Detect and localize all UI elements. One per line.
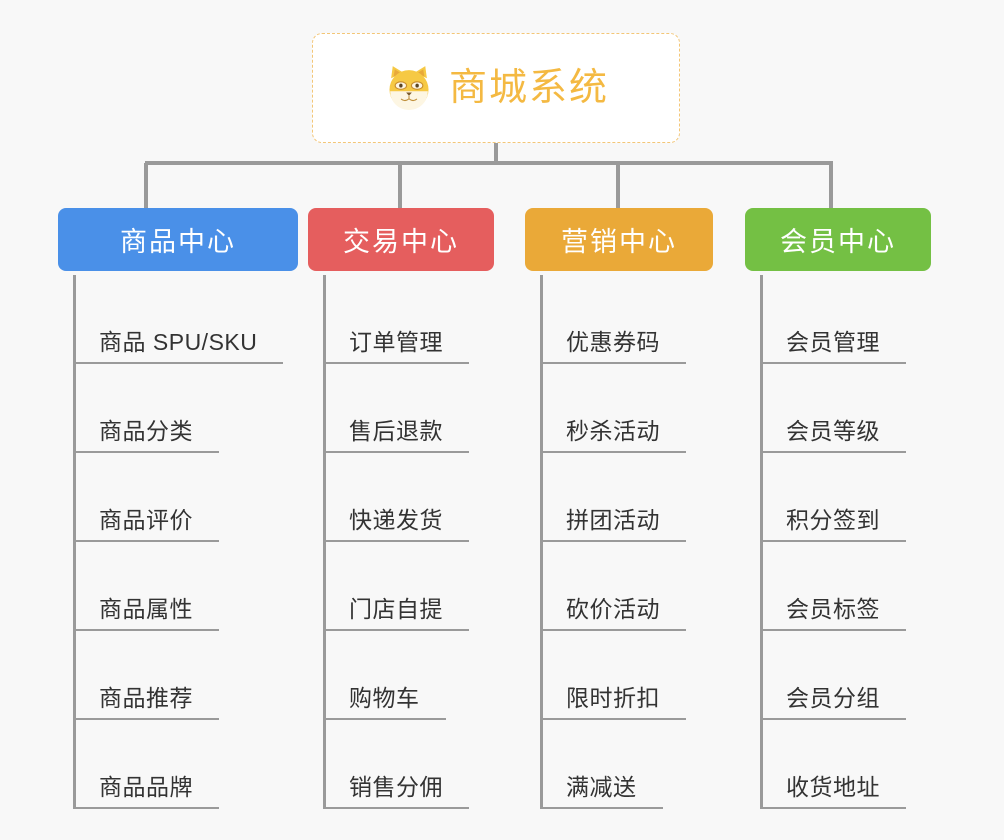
leaf-label: 商品品牌 — [99, 773, 193, 800]
leaf-label: 砍价活动 — [566, 595, 660, 622]
leaf-label: 商品属性 — [99, 595, 193, 622]
leaf-label: 订单管理 — [349, 328, 443, 355]
leaf-item[interactable]: 快递发货 — [308, 453, 494, 542]
branch-column-marketing: 营销中心 优惠券码 秒杀活动 拼团活动 砍价活动 限时折扣 满减送 — [525, 208, 713, 809]
leaf-item[interactable]: 商品推荐 — [58, 631, 298, 720]
branch-header-product[interactable]: 商品中心 — [58, 208, 298, 271]
branch-header-member[interactable]: 会员中心 — [745, 208, 931, 271]
branch-items-trade: 订单管理 售后退款 快递发货 门店自提 购物车 销售分佣 — [308, 271, 494, 809]
leaf-label: 会员等级 — [786, 417, 880, 444]
branch-spine — [323, 275, 326, 809]
leaf-label: 门店自提 — [349, 595, 443, 622]
leaf-label: 优惠券码 — [566, 328, 660, 355]
leaf-item[interactable]: 商品 SPU/SKU — [58, 275, 298, 364]
branch-column-trade: 交易中心 订单管理 售后退款 快递发货 门店自提 购物车 销售分佣 — [308, 208, 494, 809]
leaf-label: 积分签到 — [786, 506, 880, 533]
branch-items-member: 会员管理 会员等级 积分签到 会员标签 会员分组 收货地址 — [745, 271, 931, 809]
branch-column-member: 会员中心 会员管理 会员等级 积分签到 会员标签 会员分组 收货地址 — [745, 208, 931, 809]
leaf-label: 会员标签 — [786, 595, 880, 622]
leaf-item[interactable]: 砍价活动 — [525, 542, 713, 631]
branch-header-trade[interactable]: 交易中心 — [308, 208, 494, 271]
branch-items-marketing: 优惠券码 秒杀活动 拼团活动 砍价活动 限时折扣 满减送 — [525, 271, 713, 809]
leaf-label: 会员管理 — [786, 328, 880, 355]
leaf-label: 满减送 — [566, 773, 637, 800]
leaf-item[interactable]: 会员分组 — [745, 631, 931, 720]
branch-column-product: 商品中心 商品 SPU/SKU 商品分类 商品评价 商品属性 商品推荐 商品品牌 — [58, 208, 298, 809]
branch-header-label: 营销中心 — [561, 227, 677, 257]
leaf-label: 购物车 — [349, 684, 420, 711]
leaf-label: 快递发货 — [349, 506, 443, 533]
branch-header-label: 商品中心 — [120, 227, 236, 257]
branch-items-product: 商品 SPU/SKU 商品分类 商品评价 商品属性 商品推荐 商品品牌 — [58, 271, 298, 809]
branch-spine — [760, 275, 763, 809]
root-node[interactable]: 商城系统 — [312, 33, 680, 143]
leaf-item[interactable]: 积分签到 — [745, 453, 931, 542]
leaf-item[interactable]: 会员标签 — [745, 542, 931, 631]
leaf-label: 秒杀活动 — [566, 417, 660, 444]
leaf-label: 拼团活动 — [566, 506, 660, 533]
leaf-item[interactable]: 门店自提 — [308, 542, 494, 631]
leaf-item[interactable]: 售后退款 — [308, 364, 494, 453]
leaf-item[interactable]: 拼团活动 — [525, 453, 713, 542]
leaf-label: 限时折扣 — [566, 684, 660, 711]
root-title: 商城系统 — [448, 67, 609, 109]
leaf-item[interactable]: 商品分类 — [58, 364, 298, 453]
leaf-label: 商品分类 — [99, 417, 193, 444]
leaf-item[interactable]: 购物车 — [308, 631, 494, 720]
leaf-item[interactable]: 秒杀活动 — [525, 364, 713, 453]
branch-header-label: 交易中心 — [343, 227, 459, 257]
leaf-item[interactable]: 商品品牌 — [58, 720, 298, 809]
leaf-item[interactable]: 商品属性 — [58, 542, 298, 631]
leaf-item[interactable]: 会员管理 — [745, 275, 931, 364]
leaf-item[interactable]: 收货地址 — [745, 720, 931, 809]
branch-header-marketing[interactable]: 营销中心 — [525, 208, 713, 271]
leaf-label: 销售分佣 — [349, 773, 443, 800]
branch-spine — [540, 275, 543, 809]
leaf-label: 商品推荐 — [99, 684, 193, 711]
leaf-item[interactable]: 满减送 — [525, 720, 713, 809]
leaf-item[interactable]: 商品评价 — [58, 453, 298, 542]
leaf-label: 售后退款 — [349, 417, 443, 444]
leaf-label: 商品 SPU/SKU — [99, 328, 258, 355]
leaf-item[interactable]: 限时折扣 — [525, 631, 713, 720]
leaf-item[interactable]: 销售分佣 — [308, 720, 494, 809]
leaf-item[interactable]: 会员等级 — [745, 364, 931, 453]
branch-header-label: 会员中心 — [780, 227, 896, 257]
branch-spine — [73, 275, 76, 809]
leaf-label: 会员分组 — [786, 684, 880, 711]
leaf-label: 收货地址 — [786, 773, 880, 800]
leaf-item[interactable]: 优惠券码 — [525, 275, 713, 364]
shiba-dog-icon — [389, 66, 429, 111]
leaf-item[interactable]: 订单管理 — [308, 275, 494, 364]
leaf-label: 商品评价 — [99, 506, 193, 533]
